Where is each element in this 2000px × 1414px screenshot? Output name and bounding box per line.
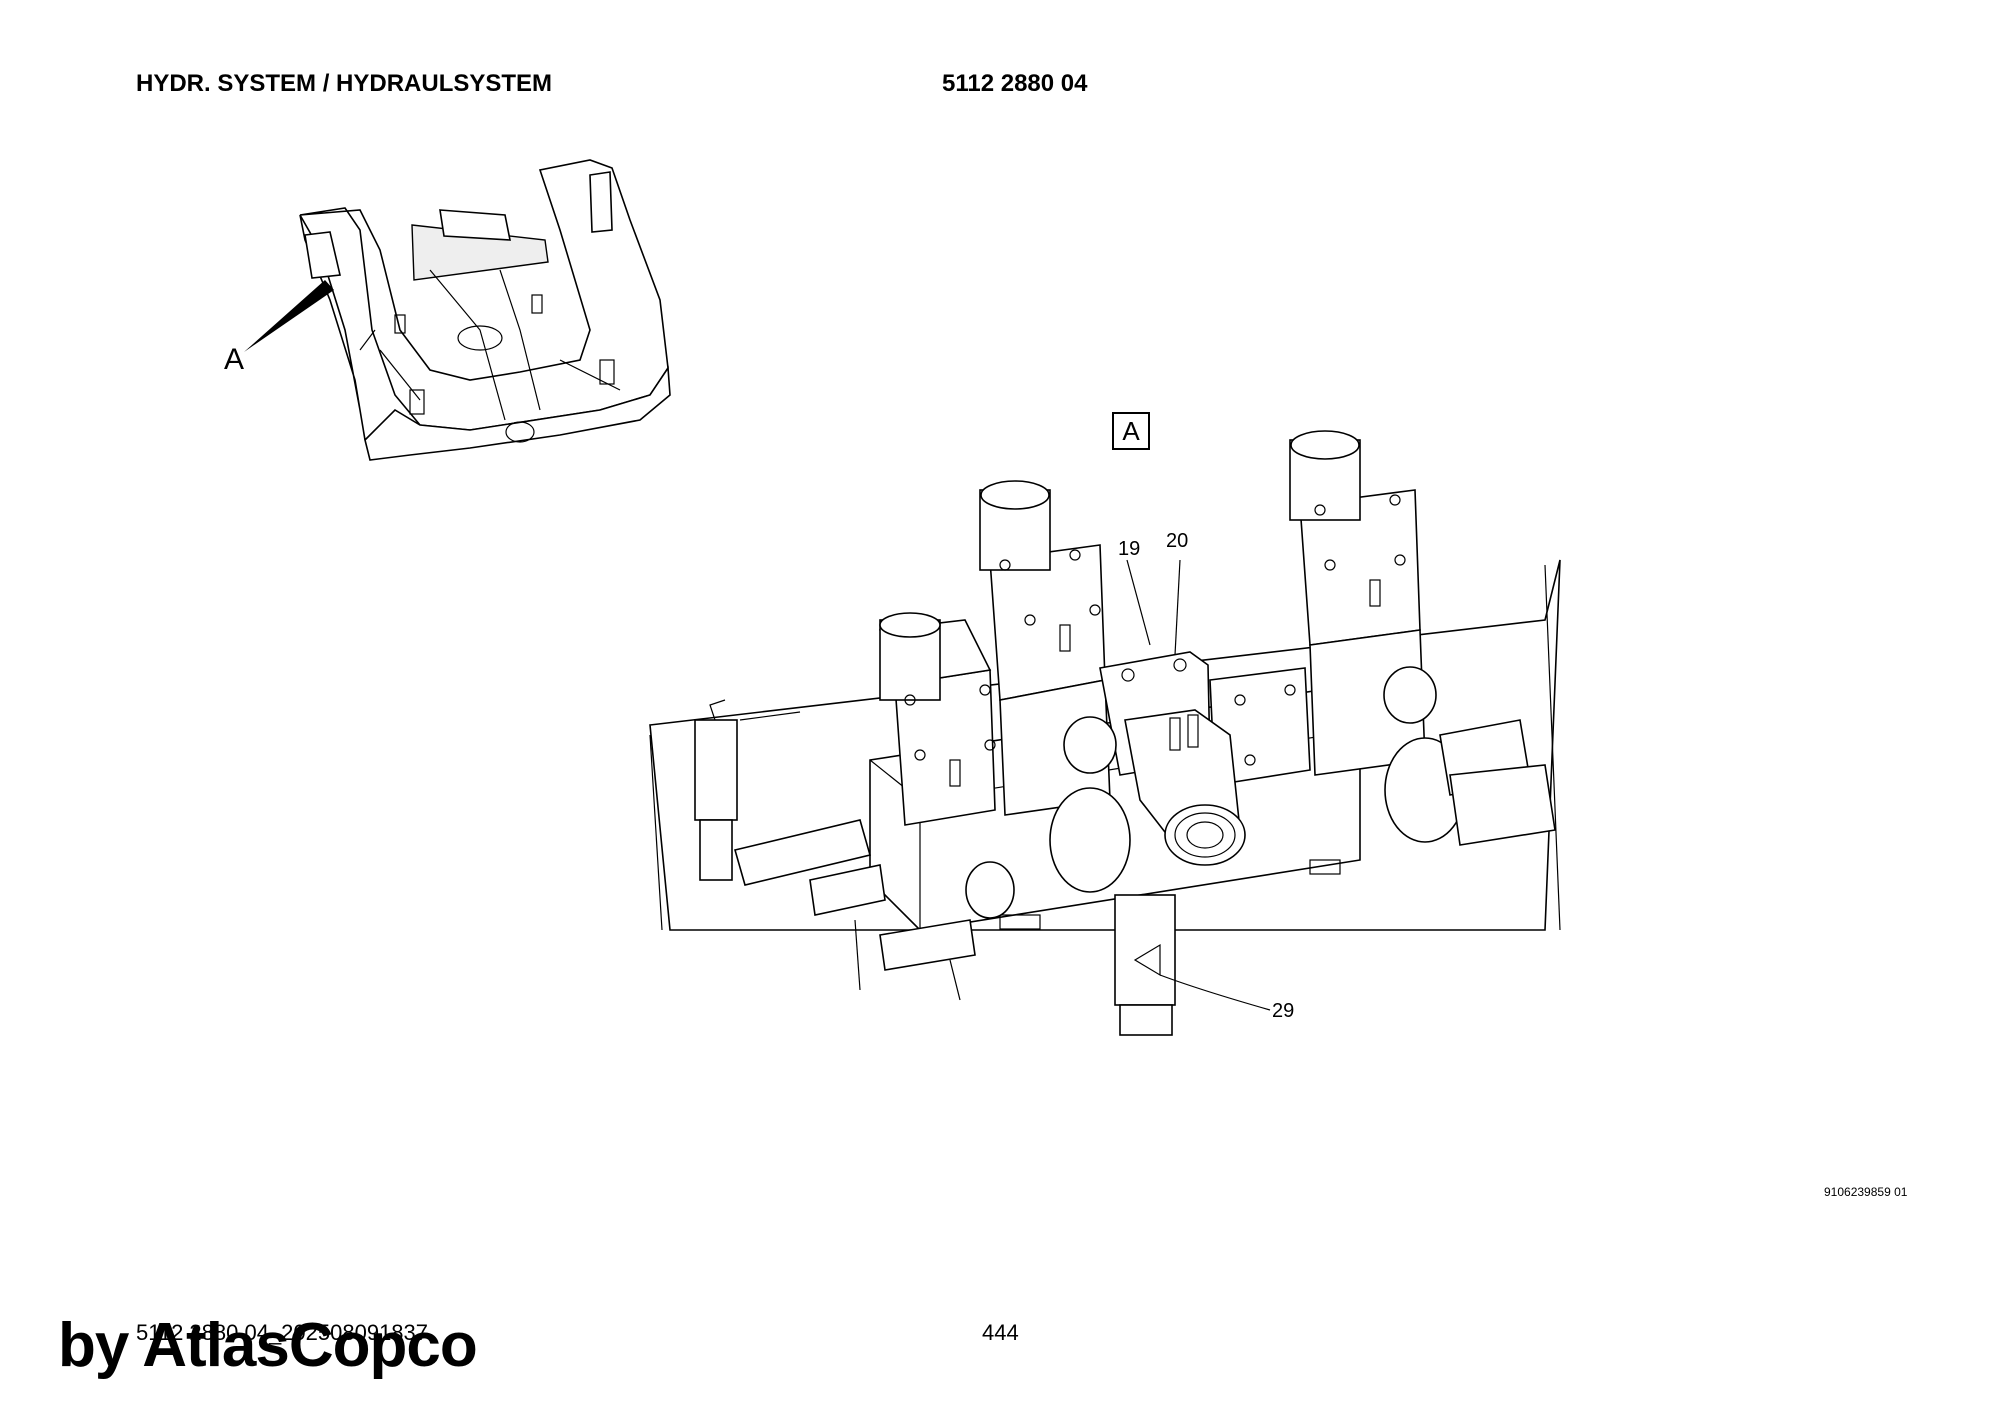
leader-lines [1126,559,1271,1011]
page-title: HYDR. SYSTEM / HYDRAULSYSTEM [136,70,553,97]
sheet-reference: 9106239859 01 [1824,1185,1908,1199]
callout-29: 29 [1272,1000,1295,1022]
view-a-pointer [244,280,334,352]
solenoid-valve-right [1289,430,1426,776]
page-number: 444 [982,1320,1019,1345]
solenoid-coil-19 [1124,709,1246,866]
footer-reference: 5112 2880 04_202508091837 [136,1320,429,1345]
hose-fittings [734,666,1556,1001]
frame-outline [299,159,671,461]
solenoid-valve-left [878,612,996,826]
pressure-switch [694,699,801,881]
callout-19: 19 [1118,538,1141,560]
watermark: by AtlasCopco [58,1311,478,1380]
view-a-marker: A [224,343,245,376]
view-a-label: A [1112,412,1150,450]
check-valve-29 [1114,894,1176,1036]
callout-20: 20 [1166,530,1189,552]
solenoid-valve-center [979,480,1111,816]
document-number: 5112 2880 04 [942,70,1088,97]
